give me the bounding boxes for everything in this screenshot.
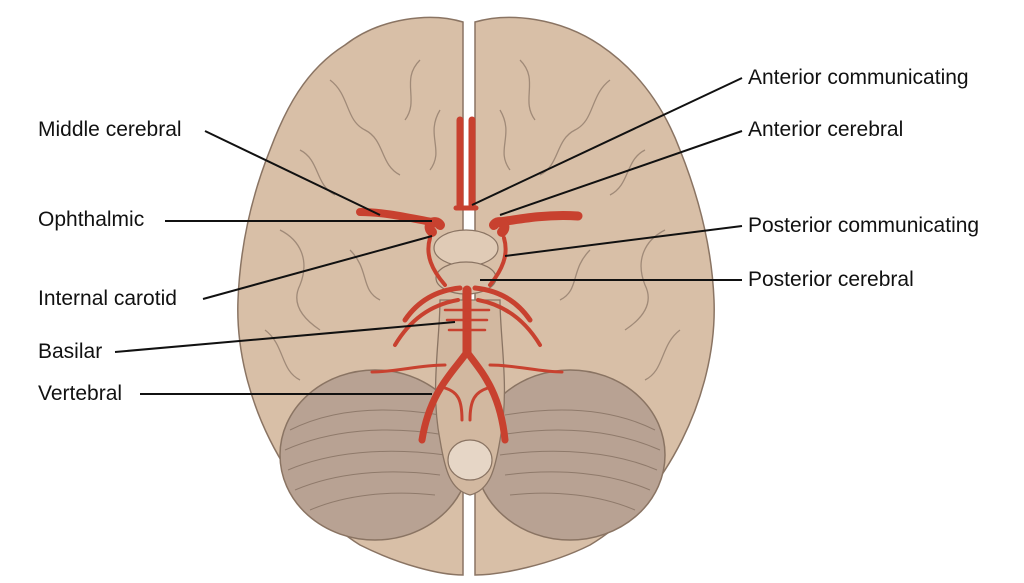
cerebellum [279,299,666,541]
label-middle-cerebral: Middle cerebral [38,118,182,141]
artery-vertebral-left [418,348,471,444]
leader-middle-cerebral [204,130,381,216]
artery-posterior-communicating-right [488,236,508,287]
leader-internal-carotid [202,235,433,300]
label-anterior-cerebral: Anterior cerebral [748,118,904,141]
brainstem [434,299,506,496]
optic-chiasm [433,229,499,267]
label-ophthalmic: Ophthalmic [38,208,145,231]
leader-lines [114,77,743,395]
artery-posterior-cerebral-left [402,285,463,323]
label-anterior-communicating: Anterior communicating [748,66,969,89]
artery-internal-carotid-right [489,217,510,237]
label-vertebral: Vertebral [38,382,123,405]
artery-posterior-communicating-left [426,236,447,287]
label-posterior-cerebral: Posterior cerebral [748,268,914,291]
leader-anterior-cerebral [499,130,743,216]
label-basilar: Basilar [38,340,103,363]
label-internal-carotid: Internal carotid [38,287,177,310]
label-posterior-communicating: Posterior communicating [748,214,980,237]
arteries [356,116,583,444]
leader-basilar [114,321,456,353]
artery-internal-carotid-left [424,217,445,237]
leader-anterior-communicating [471,77,743,206]
artery-posterior-cerebral-right [472,285,533,323]
medulla-section [447,439,493,481]
artery-vertebral-right [463,348,509,444]
leader-posterior-communicating [504,225,743,257]
